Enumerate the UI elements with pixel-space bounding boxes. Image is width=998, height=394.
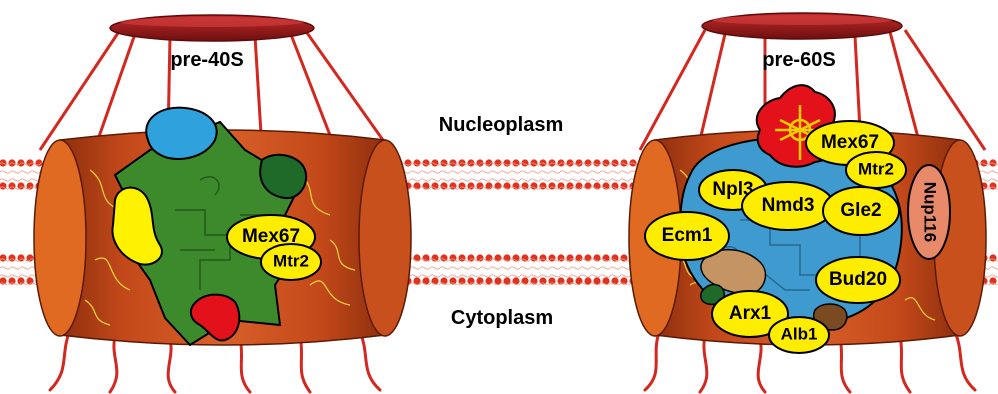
- left-mtr2-protein: Mtr2: [261, 244, 321, 280]
- right-alb1-label: Alb1: [781, 324, 818, 343]
- right-alb1-protein: Alb1: [769, 317, 829, 353]
- left-nuclear-pore: Mex67 Mtr2 pre-40S: [34, 15, 411, 392]
- right-arx1-label: Arx1: [729, 303, 772, 324]
- pre-60s-label: pre-60S: [762, 49, 835, 71]
- nucleoplasm-label: Nucleoplasm: [439, 114, 563, 136]
- left-nuclear-ring: [110, 15, 314, 41]
- left-blue-factor: [146, 108, 216, 159]
- left-pore-left-rim: [34, 140, 86, 336]
- right-mtr2-label: Mtr2: [858, 159, 894, 178]
- right-mtr2-protein: Mtr2: [846, 152, 906, 188]
- right-gle2-label: Gle2: [840, 200, 881, 221]
- right-ecm1-protein: Ecm1: [645, 212, 729, 260]
- right-gle2-protein: Gle2: [823, 187, 899, 235]
- left-pore-right-rim: [359, 140, 411, 336]
- right-nup116-protein: Nup116: [908, 165, 950, 259]
- cytoplasm-label: Cytoplasm: [451, 307, 553, 329]
- right-nuclear-pore: Npl3 Mex67 Mtr2 Nup116 Nmd3 Gle2 Ecm1 B: [629, 13, 986, 392]
- pre-40s-label: pre-40S: [170, 49, 243, 71]
- left-mtr2-label: Mtr2: [273, 251, 309, 270]
- right-ecm1-label: Ecm1: [662, 225, 713, 246]
- right-nup116-label: Nup116: [921, 182, 940, 242]
- right-nmd3-label: Nmd3: [762, 195, 815, 216]
- right-nmd3-protein: Nmd3: [742, 182, 834, 230]
- right-bud20-label: Bud20: [829, 269, 887, 290]
- right-mex67-label: Mex67: [821, 132, 879, 153]
- right-nuclear-ring: [702, 13, 902, 39]
- right-bud20-protein: Bud20: [816, 257, 900, 303]
